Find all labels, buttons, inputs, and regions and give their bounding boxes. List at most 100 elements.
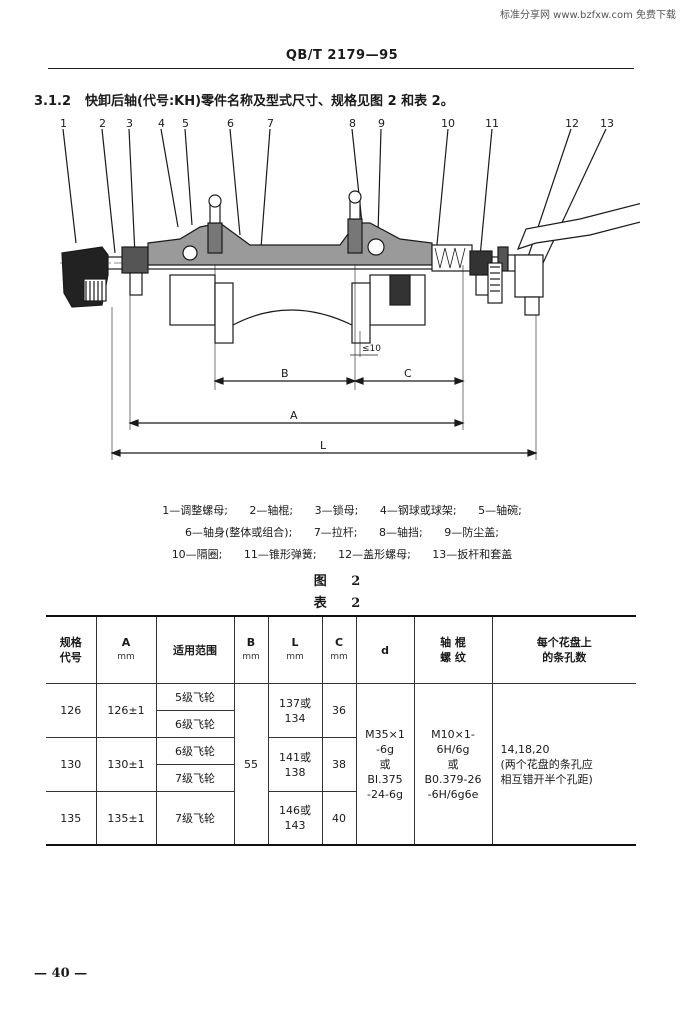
section-heading: 3.1.2 快卸后轴(代号:KH)零件名称及型式尺寸、规格见图 2 和表 2。 — [34, 90, 454, 109]
header-code: 规格代号 — [46, 615, 97, 684]
legend-item: 10—隔圈; — [171, 548, 223, 561]
cell-range: 5级飞轮 — [155, 683, 235, 711]
callout-7: 7 — [267, 117, 274, 130]
cell-range: 7级飞轮 — [155, 791, 235, 846]
cell-thread-line: B0.379-26 — [424, 772, 482, 786]
cell-thread-line: 6H/6g — [436, 742, 470, 756]
cell-a: 126±1 — [95, 683, 157, 738]
legend-item: 5—轴碗; — [478, 504, 522, 517]
callout-12: 12 — [565, 117, 579, 130]
legend-item: 9—防尘盖; — [444, 526, 499, 539]
dim-le10-label: ≤10 — [362, 344, 381, 354]
cell-holes-line: (两个花盘的条孔应 — [500, 757, 593, 771]
callout-4: 4 — [158, 117, 165, 130]
cell-l-line: 141或 — [279, 750, 311, 764]
cell-d-line: 或 — [379, 757, 391, 771]
callout-10: 10 — [441, 117, 455, 130]
cell-code: 135 — [46, 791, 97, 846]
table-row: 7级飞轮 — [46, 764, 636, 792]
legend-item: 11—锥形弹簧; — [243, 548, 317, 561]
cell-l-line: 134 — [284, 711, 306, 725]
callout-11: 11 — [485, 117, 499, 130]
section-title: 快卸后轴(代号:KH)零件名称及型式尺寸、规格见图 2 和表 2。 — [85, 94, 454, 109]
dim-l-label: L — [320, 439, 327, 452]
cell-c: 36 — [321, 683, 357, 738]
legend-item: 4—钢球或球架; — [379, 504, 457, 517]
section-number: 3.1.2 — [34, 94, 72, 109]
legend-line-3: 10—隔圈; 11—锥形弹簧; 12—盖形螺母; 13—扳杆和套盖 — [0, 544, 684, 565]
cell-holes: 14,18,20(两个花盘的条孔应相互错开半个孔距) — [491, 683, 636, 846]
cell-d-line: BI.375 — [367, 772, 403, 786]
cell-range: 6级飞轮 — [156, 710, 234, 738]
hub-drawing: 1 2 3 4 5 6 7 8 9 10 11 12 13 B C A L ≤1… — [60, 117, 640, 460]
header-l-label: L — [291, 636, 299, 649]
header-c-unit: mm — [330, 652, 348, 662]
cell-holes-line: 14,18,20 — [500, 742, 550, 756]
legend-item: 7—拉杆; — [313, 526, 358, 539]
site-watermark: 标准分享网 www.bzfxw.com 免费下载 — [500, 10, 676, 21]
cell-thread-line: -6H/6g6e — [427, 787, 479, 801]
cell-range: 6级飞轮 — [155, 737, 235, 765]
legend-item: 3—锁母; — [314, 504, 359, 517]
cell-l-line: 143 — [284, 819, 306, 832]
legend-item: 2—轴棍; — [249, 504, 294, 517]
cell-l-line: 137或 — [279, 696, 311, 710]
cell-thread-line: 或 — [447, 757, 459, 771]
cell-l: 146或 143 — [267, 791, 323, 846]
cell-b: 55 — [233, 683, 269, 846]
header-d: d — [355, 615, 415, 684]
legend-item: 1—调整螺母; — [162, 504, 228, 517]
dim-a-label: A — [290, 409, 298, 422]
cell-c: 38 — [321, 737, 356, 792]
dim-c-label: C — [404, 367, 412, 380]
header-b-label: B — [246, 636, 256, 649]
cell-code: 130 — [46, 737, 97, 792]
figure-caption: 图 2 — [313, 574, 371, 589]
header-l-unit: mm — [286, 652, 304, 662]
cell-a: 130±1 — [95, 737, 157, 792]
cell-holes-line: 相互错开半个孔距) — [500, 772, 593, 786]
cell-l-line: 146或 — [279, 804, 311, 817]
callout-2: 2 — [99, 117, 106, 130]
legend-item: 13—扳杆和套盖 — [432, 548, 513, 561]
header-holes-line: 的条孔数 — [542, 651, 587, 664]
header-b-unit: mm — [242, 652, 260, 662]
header-rule — [48, 68, 634, 69]
cell-d-line: -6g — [376, 742, 394, 756]
dim-b-label: B — [281, 367, 289, 380]
header-code-line: 规格 — [59, 636, 82, 649]
table-row: 6级飞轮 — [46, 710, 636, 738]
legend-item: 6—轴身(整体或组合); — [185, 526, 293, 539]
cell-a: 135±1 — [95, 791, 157, 846]
table-caption: 表 2 — [313, 596, 371, 611]
callout-9: 9 — [378, 117, 385, 130]
cell-d-line: M35×1 — [365, 727, 405, 741]
header-thread-line: 轴 棍 — [440, 636, 466, 649]
cell-c: 40 — [321, 791, 356, 846]
header-range: 适用范围 — [155, 615, 235, 684]
cell-code: 126 — [46, 683, 97, 738]
standard-number: QB/T 2179—95 — [285, 48, 399, 63]
callout-6: 6 — [227, 117, 234, 130]
header-a-label: A — [121, 636, 131, 649]
header-a-unit: mm — [117, 652, 135, 662]
cell-thread-line: M10×1- — [431, 727, 475, 741]
callout-1: 1 — [60, 117, 67, 130]
legend-line-2: 6—轴身(整体或组合); 7—拉杆; 8—轴挡; 9—防尘盖; — [0, 522, 684, 543]
header-thread-line: 螺 纹 — [440, 651, 466, 664]
callout-8: 8 — [349, 117, 356, 130]
cell-l-line: 138 — [284, 765, 306, 779]
header-holes-line: 每个花盘上 — [536, 636, 592, 649]
legend-line-1: 1—调整螺母; 2—轴棍; 3—锁母; 4—钢球或球架; 5—轴碗; — [0, 500, 684, 521]
legend-item: 8—轴挡; — [379, 526, 423, 539]
